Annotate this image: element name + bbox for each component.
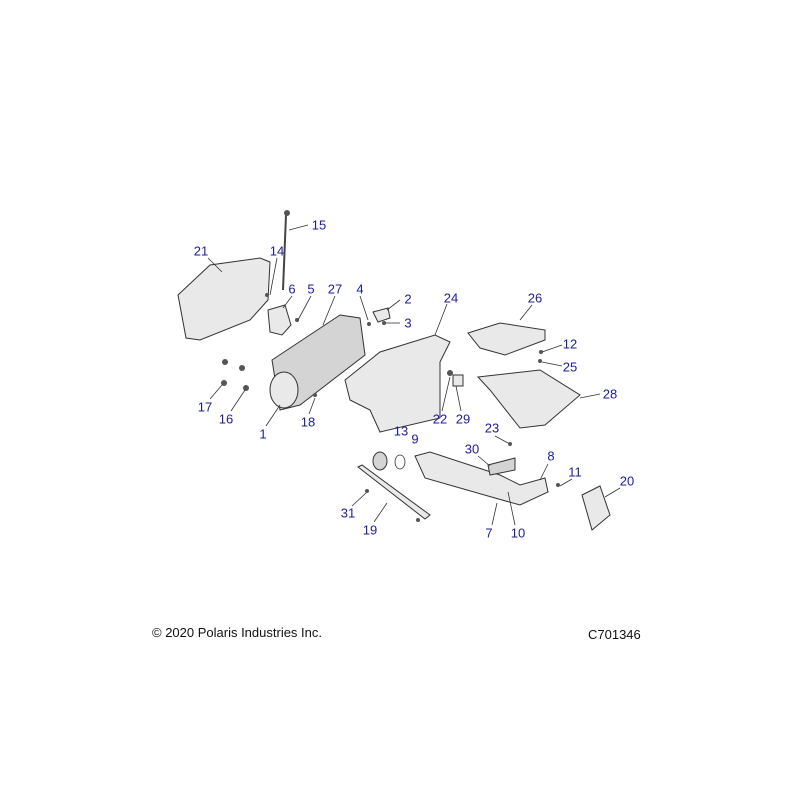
callout-31[interactable]: 31 bbox=[340, 505, 356, 521]
callout-30[interactable]: 30 bbox=[464, 441, 480, 457]
callout-1[interactable]: 1 bbox=[259, 426, 267, 442]
callout-14[interactable]: 14 bbox=[269, 243, 285, 259]
callout-16[interactable]: 16 bbox=[218, 411, 234, 427]
callout-27[interactable]: 27 bbox=[327, 281, 343, 297]
diagram-id: C701346 bbox=[588, 627, 641, 642]
callout-21[interactable]: 21 bbox=[193, 243, 209, 259]
callout-17[interactable]: 17 bbox=[197, 399, 213, 415]
callout-8[interactable]: 8 bbox=[547, 448, 555, 464]
callout-5[interactable]: 5 bbox=[307, 281, 315, 297]
part-15-sensor bbox=[282, 214, 287, 291]
callout-22[interactable]: 22 bbox=[432, 411, 448, 427]
callout-13[interactable]: 13 bbox=[393, 423, 409, 439]
callout-23[interactable]: 23 bbox=[484, 420, 500, 436]
callout-6[interactable]: 6 bbox=[288, 281, 296, 297]
part-20-plate bbox=[581, 485, 611, 531]
callout-28[interactable]: 28 bbox=[602, 386, 618, 402]
callout-2[interactable]: 2 bbox=[404, 291, 412, 307]
callout-20[interactable]: 20 bbox=[619, 473, 635, 489]
part-7-pipe bbox=[414, 451, 549, 506]
callout-26[interactable]: 26 bbox=[527, 290, 543, 306]
part-13-ring bbox=[372, 451, 388, 471]
callout-15[interactable]: 15 bbox=[311, 217, 327, 233]
part-26-plate bbox=[467, 322, 546, 356]
callout-25[interactable]: 25 bbox=[562, 359, 578, 375]
callout-11[interactable]: 11 bbox=[568, 464, 582, 480]
callout-9[interactable]: 9 bbox=[411, 431, 419, 447]
part-19-strap bbox=[357, 464, 431, 520]
part-21-heat-shield bbox=[177, 257, 271, 341]
part-6-bracket bbox=[267, 304, 292, 336]
callout-19[interactable]: 19 bbox=[362, 522, 378, 538]
part-29-bumper bbox=[452, 374, 464, 387]
callout-12[interactable]: 12 bbox=[562, 336, 578, 352]
callout-3[interactable]: 3 bbox=[404, 315, 412, 331]
callout-7[interactable]: 7 bbox=[485, 525, 493, 541]
callout-10[interactable]: 10 bbox=[510, 525, 526, 541]
part-30-gasket bbox=[487, 457, 516, 476]
callout-18[interactable]: 18 bbox=[300, 414, 316, 430]
part-9-gasket bbox=[394, 454, 406, 470]
copyright-text: © 2020 Polaris Industries Inc. bbox=[152, 625, 322, 640]
callout-29[interactable]: 29 bbox=[455, 411, 471, 427]
part-2-cap bbox=[372, 307, 391, 323]
callout-24[interactable]: 24 bbox=[443, 290, 459, 306]
callout-4[interactable]: 4 bbox=[356, 281, 364, 297]
part-24-shield bbox=[344, 334, 451, 433]
part-28-plate bbox=[476, 369, 581, 429]
